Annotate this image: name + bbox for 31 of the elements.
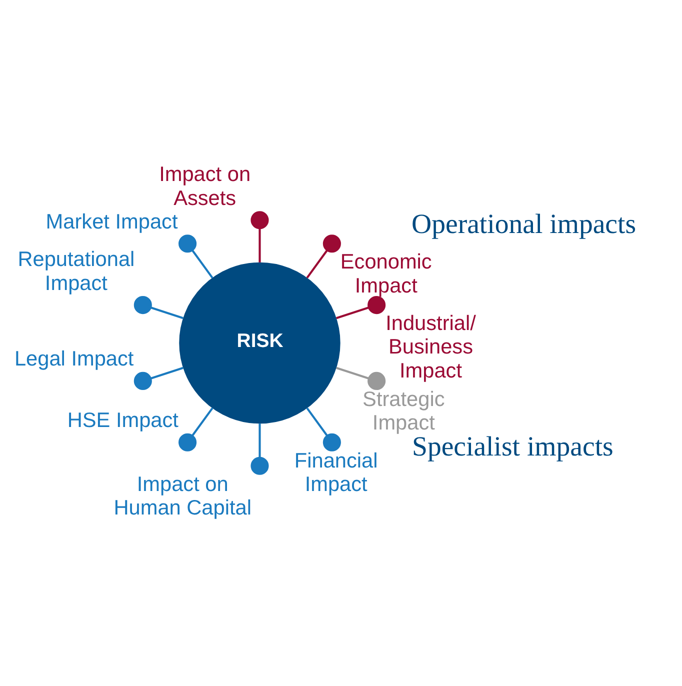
connector bbox=[258, 228, 261, 262]
node-label: Impact on Human Capital bbox=[114, 472, 252, 520]
node-circle bbox=[134, 296, 152, 314]
node-label: Industrial/ Business Impact bbox=[386, 312, 476, 382]
node-circle: RISK bbox=[179, 262, 340, 424]
connector bbox=[150, 306, 184, 320]
node-circle bbox=[134, 372, 152, 390]
connector bbox=[306, 408, 328, 436]
node-label: Economic Impact bbox=[340, 250, 432, 298]
node-circle bbox=[322, 234, 341, 253]
node-label: Legal Impact bbox=[14, 348, 134, 371]
node-circle bbox=[250, 456, 269, 475]
connector bbox=[192, 250, 214, 278]
label: Operational impacts bbox=[412, 209, 636, 240]
node-label: HSE Impact bbox=[67, 409, 178, 432]
node-circle bbox=[322, 433, 341, 452]
node-circle bbox=[368, 372, 386, 390]
connector bbox=[336, 306, 369, 320]
node-circle bbox=[368, 296, 386, 314]
node-label: Market Impact bbox=[46, 210, 178, 234]
connector bbox=[336, 366, 369, 380]
connector bbox=[306, 250, 328, 278]
node-circle bbox=[178, 234, 197, 253]
node-label: Impact on Assets bbox=[159, 163, 251, 210]
node-label: Reputational Impact bbox=[18, 248, 135, 295]
connector bbox=[150, 366, 184, 380]
node-label: Financial Impact bbox=[294, 449, 378, 496]
node-circle bbox=[178, 433, 197, 452]
connector bbox=[192, 408, 214, 436]
connector bbox=[258, 424, 261, 458]
node-circle bbox=[250, 211, 269, 230]
